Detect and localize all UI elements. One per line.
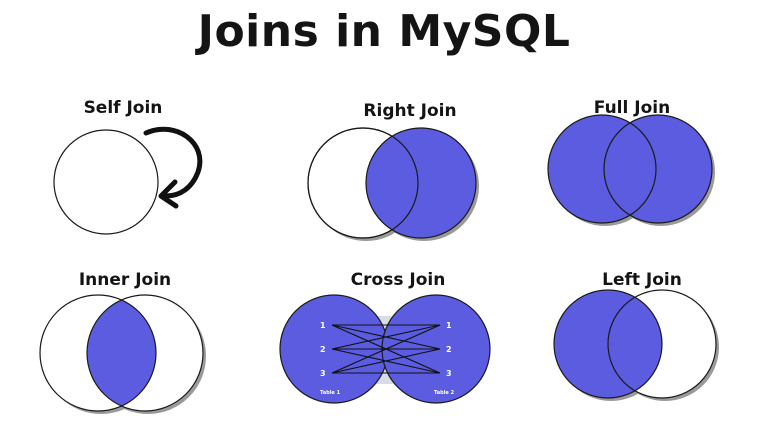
cross-left-table-label: Table 1 [320,390,341,396]
cross-right-row-3: 3 [446,369,452,378]
left-join-label: Left Join [602,270,682,290]
self-join-circle [53,129,159,235]
cross-left-row-1: 1 [320,321,326,330]
cross-left-row-3: 3 [320,369,326,378]
self-join-label: Self Join [83,98,163,118]
inner-join-diagram [39,294,206,414]
page-title: Joins in MySQL [197,6,571,57]
right-join-label: Right Join [363,101,457,121]
inner-join-label: Inner Join [78,270,172,290]
right-join-right-circle [365,127,477,239]
cross-join-lines [331,324,441,374]
inner-join-intersection [87,295,156,411]
full-join-diagram [547,114,715,226]
cross-right-table-label: Table 2 [434,390,455,396]
cross-join-label: Cross Join [350,270,446,290]
full-join-label: Full Join [593,98,671,118]
cross-left-row-2: 2 [320,345,326,354]
curved-arrow-icon [143,126,203,209]
full-join-right-circle [604,115,712,223]
cross-right-row-1: 1 [446,321,452,330]
left-join-diagram [553,289,719,401]
cross-join-diagram: 1 2 3 1 2 3 Table 1 Table 2 [279,294,491,404]
self-join-diagram [53,126,203,235]
cross-right-row-2: 2 [446,345,452,354]
right-join-diagram [307,127,479,241]
